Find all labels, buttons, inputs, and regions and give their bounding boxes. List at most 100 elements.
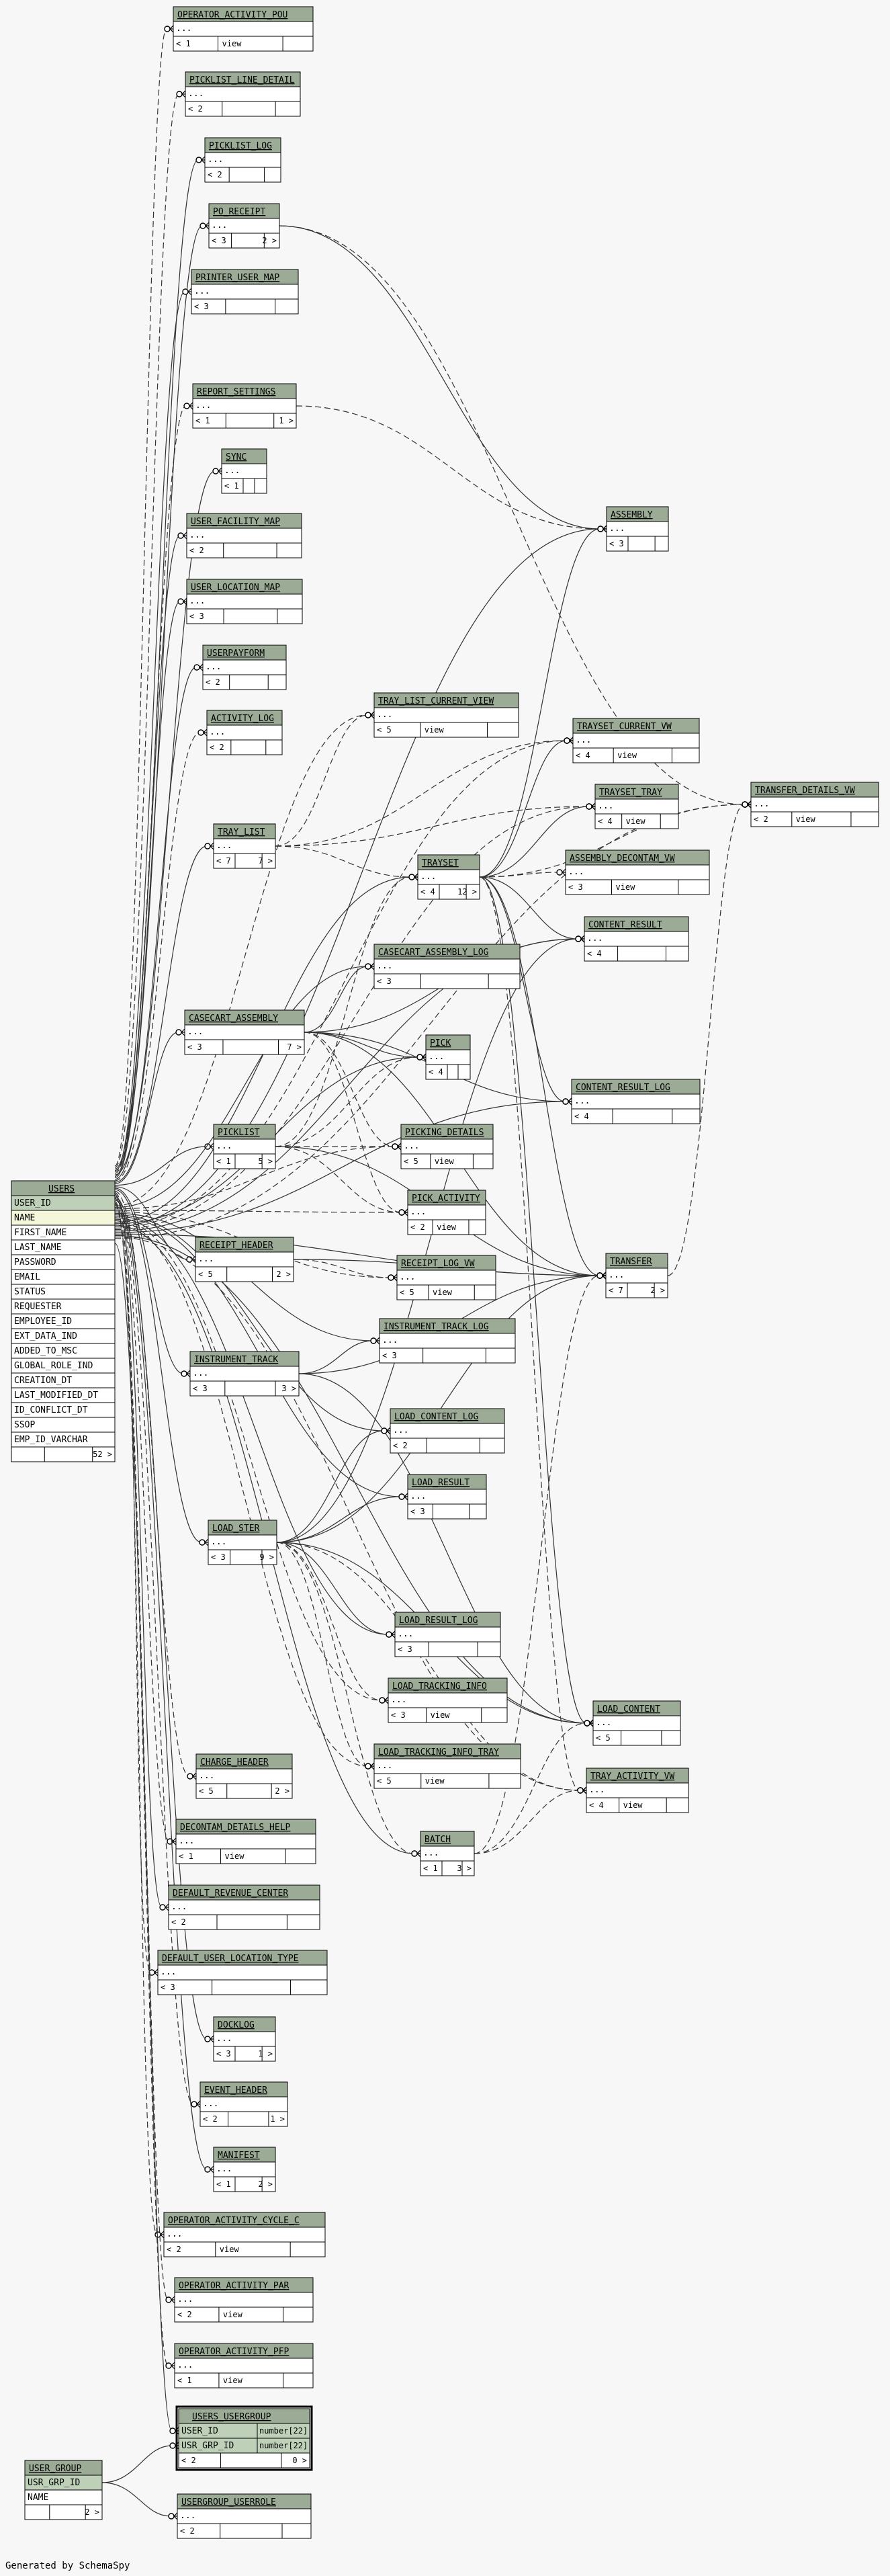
child-count: < 3 [194,302,209,311]
elided-columns: ... [568,867,584,877]
child-count: < 2 [181,2456,196,2465]
crowfoot-marker [195,156,206,164]
column-emp-id-varchar: EMP_ID_VARCHAR [14,1435,88,1445]
table-sync[interactable]: SYNC...< 1 [221,448,267,494]
table-name: DOCKLOG [218,2020,255,2030]
table-picklist-line-detail[interactable]: PICKLIST_LINE_DETAIL...< 2 [185,71,301,117]
table-name: CASECART_ASSEMBLY [189,1013,278,1024]
child-count: < 7 [609,1286,623,1295]
column-status: STATUS [14,1287,46,1297]
child-count: < 1 [176,39,191,48]
table-load-content-log[interactable]: LOAD_CONTENT_LOG...< 2 [390,1408,505,1454]
table-content-result[interactable]: CONTENT_RESULT...< 4 [584,916,689,962]
focus-border [175,2405,313,2471]
crowfoot-marker [164,25,174,33]
table-user-location-map[interactable]: USER_LOCATION_MAP...< 3 [186,579,303,624]
table-default-user-location-type[interactable]: DEFAULT_USER_LOCATION_TYPE...< 3 [157,1950,328,1995]
footer-row [594,813,679,829]
table-name: USERPAYFORM [207,649,265,659]
footer-row [750,811,879,827]
crowfoot-marker [398,1493,408,1501]
relationship-edge [304,966,368,1033]
crowfoot-marker [165,2296,175,2304]
table-load-result[interactable]: LOAD_RESULT...< 3 [407,1474,487,1520]
table-printer-user-map[interactable]: PRINTER_USER_MAP...< 3 [191,269,299,315]
column-row [373,1758,521,1774]
table-load-result-log[interactable]: LOAD_RESULT_LOG...< 3 [394,1612,501,1657]
table-users[interactable]: USERSUSER_IDNAMEFIRST_NAMELAST_NAMEPASSW… [11,1180,116,1462]
crowfoot-marker [204,842,214,850]
relationship-edge [114,291,185,1173]
child-count: < 3 [212,236,226,245]
table-name: CASECART_ASSEMBLY_LOG [378,948,489,958]
child-count: < 2 [206,677,220,687]
table-casecart-assembly-log[interactable]: CASECART_ASSEMBLY_LOG...< 3 [373,944,521,989]
relationship-edge [114,601,181,1179]
footer-row [204,167,281,183]
footer-row [175,1848,316,1864]
table-instrument-track-log[interactable]: INSTRUMENT_TRACK_LOG...< 3 [379,1318,516,1364]
parent-count: 2 > [262,236,277,245]
elided-columns: ... [176,24,191,34]
relationship-edge [101,2482,171,2517]
footer-row [396,1284,496,1300]
table-pick[interactable]: PICK...< 4 [425,1034,471,1080]
relationship-edge [114,1243,173,2432]
table-picklist-log[interactable]: PICKLIST_LOG...< 2 [204,137,281,183]
table-name: REPORT_SETTINGS [197,387,275,397]
crowfoot-marker [365,711,375,719]
table-user-facility-map[interactable]: USER_FACILITY_MAP...< 2 [186,513,302,558]
table-usergroup-userrole[interactable]: USERGROUP_USERROLE...< 2 [177,2493,312,2539]
footer-row [394,1641,501,1657]
table-content-result-log[interactable]: CONTENT_RESULT_LOG...< 4 [571,1079,701,1124]
table-userpayform[interactable]: USERPAYFORM...< 2 [202,645,287,690]
child-count: < 2 [208,170,222,179]
table-assembly[interactable]: ASSEMBLY...< 3 [606,506,669,552]
table-name: TRANSFER_DETAILS_VW [755,786,855,796]
table-default-revenue-center[interactable]: DEFAULT_REVENUE_CENTER...< 2 [168,1884,320,1930]
elided-columns: ... [199,1771,214,1781]
table-load-content[interactable]: LOAD_CONTENT...< 5 [592,1700,681,1746]
relationship-edges [101,25,752,2520]
relationship-edge [114,667,197,1180]
column-ssop: SSOP [14,1420,35,1430]
table-activity-log[interactable]: ACTIVITY_LOG...< 2 [206,710,283,755]
relationship-edge [114,1214,384,1431]
column-type: number[22] [259,2426,308,2436]
footer-row [407,1503,487,1520]
parent-count: 3 > [457,1864,472,1873]
